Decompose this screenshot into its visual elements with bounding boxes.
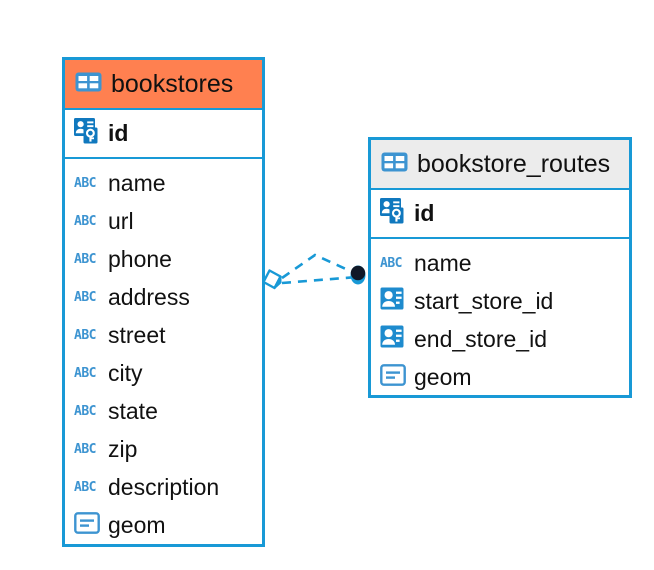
abc-icon-glyph: ABC <box>74 175 96 191</box>
field-label-zip: zip <box>108 435 138 462</box>
field-label-name: name <box>108 169 166 196</box>
abc-text-icon: ABC <box>74 437 100 461</box>
abc-text-icon: ABC <box>380 251 406 275</box>
field-row[interactable]: ABC name <box>371 244 629 282</box>
field-label-start-store-id: start_store_id <box>414 287 554 314</box>
abc-text-icon: ABC <box>74 247 100 271</box>
field-label-id: id <box>414 199 435 226</box>
field-label-geom: geom <box>108 511 166 538</box>
abc-icon-glyph: ABC <box>74 327 96 343</box>
field-row[interactable]: start_store_id <box>371 282 629 320</box>
entity-bookstores[interactable]: bookstores <box>62 57 265 547</box>
abc-icon-glyph: ABC <box>74 441 96 457</box>
field-row[interactable]: ABC phone <box>65 240 262 278</box>
field-row[interactable]: ABC city <box>65 354 262 392</box>
abc-icon-glyph: ABC <box>380 255 402 271</box>
primary-key-icon <box>74 117 100 149</box>
relationship-connector[interactable] <box>258 248 374 310</box>
entity-title-bookstore-routes: bookstore_routes <box>417 149 611 178</box>
abc-text-icon: ABC <box>74 399 100 423</box>
abc-icon-glyph: ABC <box>74 213 96 229</box>
field-label-name: name <box>414 249 472 276</box>
field-label-street: street <box>108 321 166 348</box>
field-row[interactable]: ABC zip <box>65 430 262 468</box>
abc-icon-glyph: ABC <box>74 479 96 495</box>
entity-header-bookstores[interactable]: bookstores <box>65 60 262 110</box>
geometry-icon <box>380 363 406 391</box>
abc-icon-glyph: ABC <box>74 251 96 267</box>
geometry-icon <box>74 511 100 539</box>
field-label-end-store-id: end_store_id <box>414 325 547 352</box>
field-row[interactable]: id <box>65 114 262 152</box>
field-row[interactable]: ABC street <box>65 316 262 354</box>
primary-key-section-bookstore-routes: id <box>371 190 629 239</box>
field-label-url: url <box>108 207 134 234</box>
field-label-phone: phone <box>108 245 172 272</box>
abc-text-icon: ABC <box>74 209 100 233</box>
field-row[interactable]: ABC address <box>65 278 262 316</box>
field-section-bookstores: ABC name ABC url ABC phone ABC <box>65 159 262 550</box>
abc-text-icon: ABC <box>74 323 100 347</box>
field-row[interactable]: ABC state <box>65 392 262 430</box>
field-label-state: state <box>108 397 158 424</box>
field-label-geom: geom <box>414 363 472 390</box>
abc-text-icon: ABC <box>74 475 100 499</box>
field-row[interactable]: id <box>371 194 629 232</box>
abc-icon-glyph: ABC <box>74 365 96 381</box>
primary-key-icon <box>380 197 406 229</box>
field-section-bookstore-routes: ABC name start_store_id <box>371 239 629 402</box>
field-label-city: city <box>108 359 143 386</box>
table-icon <box>381 152 408 177</box>
field-row[interactable]: ABC name <box>65 164 262 202</box>
field-label-id: id <box>108 119 129 146</box>
abc-text-icon: ABC <box>74 285 100 309</box>
table-icon <box>75 72 102 97</box>
abc-icon-glyph: ABC <box>74 403 96 419</box>
entity-bookstore-routes[interactable]: bookstore_routes <box>368 137 632 398</box>
foreign-key-icon <box>380 325 406 354</box>
abc-text-icon: ABC <box>74 171 100 195</box>
entity-title-bookstores: bookstores <box>111 69 234 98</box>
filled-circle-marker <box>350 265 366 285</box>
foreign-key-icon <box>380 287 406 316</box>
diamond-crowsfoot-marker <box>262 269 282 290</box>
field-label-description: description <box>108 473 220 500</box>
field-row[interactable]: geom <box>65 506 262 544</box>
entity-header-bookstore-routes[interactable]: bookstore_routes <box>371 140 629 190</box>
abc-text-icon: ABC <box>74 361 100 385</box>
field-row[interactable]: end_store_id <box>371 320 629 358</box>
primary-key-section-bookstores: id <box>65 110 262 159</box>
field-row[interactable]: ABC description <box>65 468 262 506</box>
field-row[interactable]: ABC url <box>65 202 262 240</box>
field-label-address: address <box>108 283 190 310</box>
field-row[interactable]: geom <box>371 358 629 396</box>
abc-icon-glyph: ABC <box>74 289 96 305</box>
